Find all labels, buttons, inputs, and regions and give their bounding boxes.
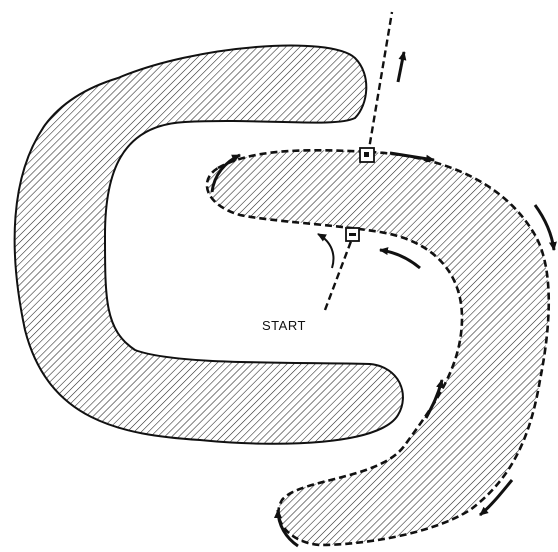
- direction-arrow-icon: [380, 250, 420, 268]
- direction-arrow-icon: [398, 52, 404, 82]
- trace-path-upper: [368, 12, 392, 155]
- c-shaped-region: [15, 46, 403, 444]
- direction-arrow-icon: [318, 234, 333, 268]
- trace-path-lower: [325, 236, 353, 310]
- s-shaped-region: [207, 150, 549, 545]
- start-label: START: [262, 318, 306, 333]
